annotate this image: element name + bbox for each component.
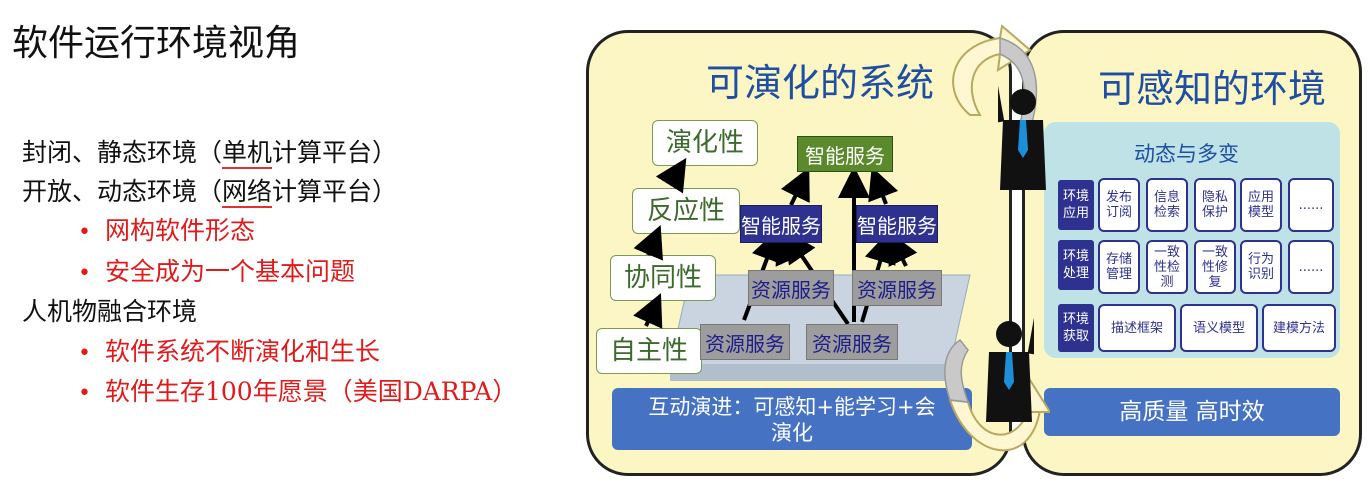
cell-privacy-protection: 隐私 保护 [1194,178,1236,232]
smart-service-right: 智能服务 [856,205,938,243]
cell-text: 隐私 保护 [1201,190,1228,220]
text-underlined: 网络 [222,177,273,208]
text-segment: 封闭、静态环境（ [22,138,223,167]
cell-consistency-check: 一致 性检 测 [1146,240,1188,294]
bar-line-1: 互动演进：可感知+能学习+会 [648,395,936,419]
bullet-item: 软件生存100年愿景（美国DARPA） [78,372,517,408]
row-label-processing: 环境 处理 [1058,240,1094,290]
cell-text: 行为 识别 [1247,252,1274,282]
row-label-text: 环境 获取 [1062,312,1089,344]
text-line-closed-env: 封闭、静态环境（单机计算平台） [22,133,397,169]
cell-modeling-method: 建模方法 [1262,304,1336,352]
cell-text: 一致 性修 复 [1201,244,1228,290]
text-line-hcps-env: 人机物融合环境 [22,297,198,326]
resource-service-back-left: 资源服务 [748,270,834,306]
row-label-acquisition: 环境 获取 [1058,304,1094,352]
cell-description-framework: 描述框架 [1098,304,1176,352]
property-reactivity: 反应性 [632,188,740,234]
cell-publish-subscribe: 发布 订阅 [1098,178,1140,232]
smart-service-top: 智能服务 [797,136,893,172]
bar-line-2: 演化 [771,421,813,445]
cell-consistency-repair: 一致 性修 复 [1194,240,1236,294]
cell-more: ...... [1288,240,1334,294]
cell-text: 应用 模型 [1247,190,1274,220]
bullet-item: 安全成为一个基本问题 [78,252,355,288]
cell-semantic-model: 语义模型 [1180,304,1258,352]
resource-service-front-right: 资源服务 [806,324,898,360]
person-icon [998,80,1046,190]
cell-info-retrieval: 信息 检索 [1146,178,1188,232]
text-line-open-env: 开放、动态环境（网络计算平台） [22,172,397,208]
property-cooperativity: 协同性 [610,255,716,301]
cell-text: 信息 检索 [1153,190,1180,220]
row-label-text: 环境 应用 [1062,189,1089,221]
evolvable-system-title: 可演化的系统 [706,61,935,105]
bullet-item: 网构软件形态 [78,211,255,247]
dynamic-subtitle: 动态与多变 [1134,142,1239,166]
quality-timeliness-bar: 高质量 高时效 [1044,388,1340,436]
cell-behavior-recognition: 行为 识别 [1240,240,1282,294]
text-segment: 计算平台） [272,177,398,206]
resource-service-front-left: 资源服务 [700,324,790,360]
bullet-item: 软件系统不断演化和生长 [78,332,380,368]
cell-text: ...... [1298,197,1324,213]
cell-text: 存储 管理 [1105,252,1132,282]
cell-text: 一致 性检 测 [1153,244,1180,290]
person-icon [986,312,1034,422]
cell-more: ...... [1288,178,1334,232]
text-segment: 计算平台） [272,138,398,167]
cell-text: 发布 订阅 [1105,190,1132,220]
cell-app-model: 应用 模型 [1240,178,1282,232]
text-segment: 开放、动态环境（ [22,177,223,206]
row-label-application: 环境 应用 [1058,180,1094,230]
cell-text: 描述框架 [1110,320,1163,336]
text-underlined: 单机 [222,138,273,169]
cell-text: 语义模型 [1192,320,1245,336]
property-autonomy: 自主性 [596,328,702,374]
cell-storage-management: 存储 管理 [1098,240,1140,294]
perceivable-environment-title: 可感知的环境 [1098,67,1327,111]
slide-title: 软件运行环境视角 [12,23,301,64]
resource-service-back-right: 资源服务 [852,270,942,306]
row-label-text: 环境 处理 [1062,249,1089,281]
interactive-evolution-bar: 互动演进：可感知+能学习+会 演化 [612,388,972,450]
smart-service-left: 智能服务 [740,205,822,243]
cell-text: 建模方法 [1272,320,1325,336]
cell-text: ...... [1298,259,1324,275]
